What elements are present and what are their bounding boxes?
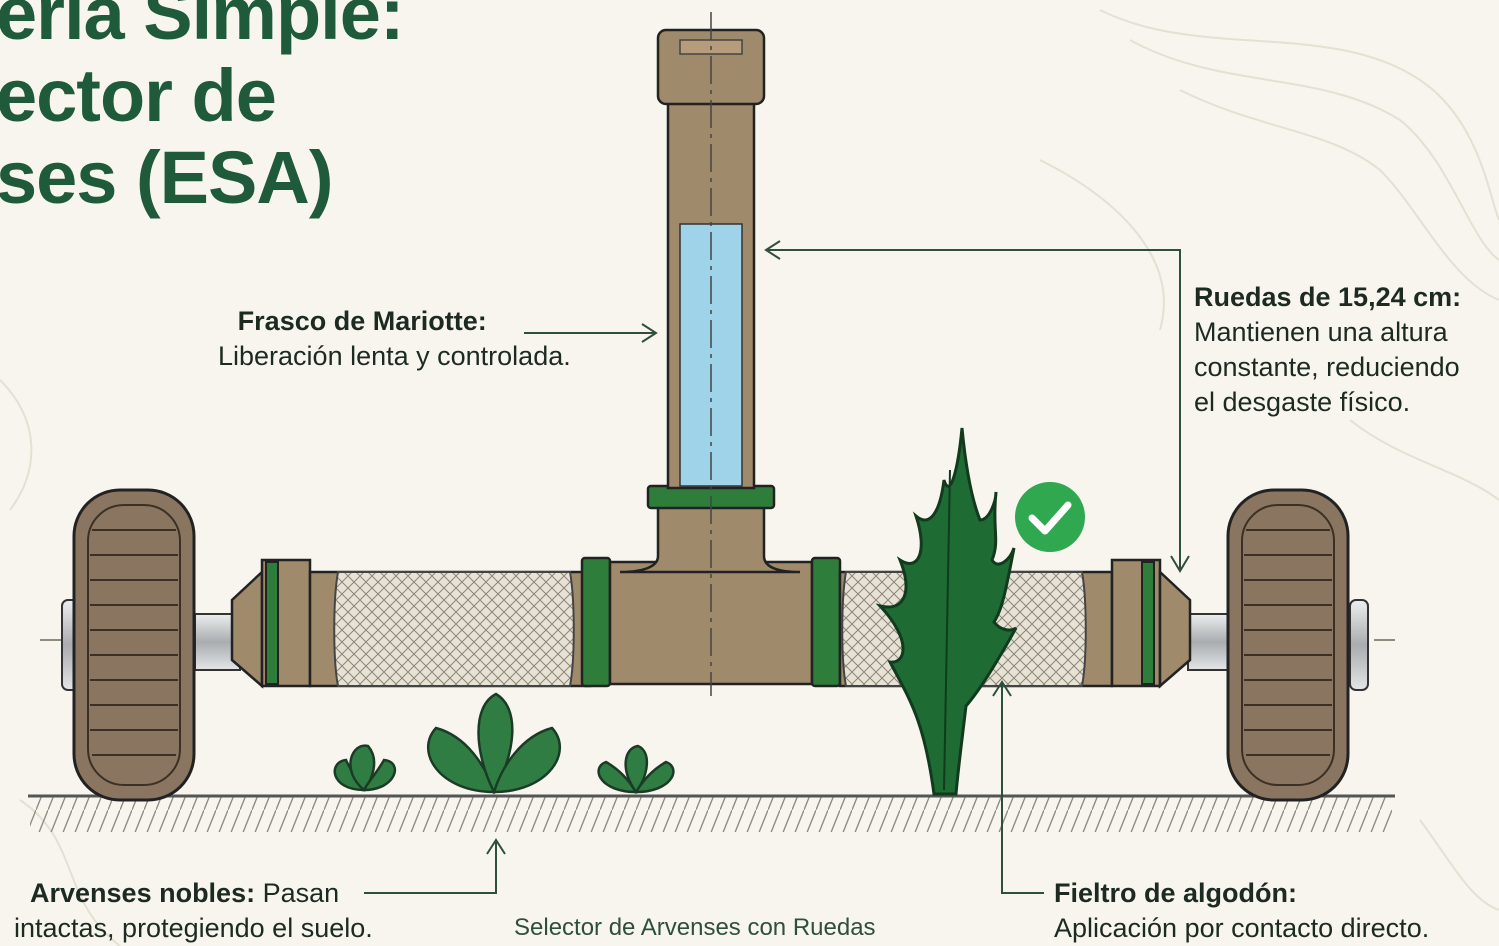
felt-left: [333, 571, 575, 687]
callout-fieltro-text: Aplicación por contacto directo.: [1054, 913, 1430, 943]
plant-icon: [597, 744, 675, 795]
callout-mariotte-text: Liberación lenta y controlada.: [218, 341, 571, 371]
diagram-caption: Selector de Arvenses con Ruedas: [514, 914, 876, 941]
mariotte-column: [619, 12, 801, 696]
callout-ruedas-line3: el desgaste físico.: [1194, 387, 1411, 417]
plant-icon: [333, 744, 397, 792]
callout-ruedas: Ruedas de 15,24 cm: Mantienen una altura…: [1194, 280, 1461, 420]
wheel-icon: [72, 488, 196, 802]
callout-ruedas-line2: constante, reduciendo: [1194, 352, 1460, 382]
callout-arvenses-line2: intactas, protegiendo el suelo.: [14, 913, 373, 943]
leader-lines: [364, 240, 1190, 894]
check-icon: [1015, 482, 1085, 552]
weed-icon: [875, 427, 1018, 796]
title-line-3: ses (ESA): [0, 136, 333, 219]
callout-arvenses-label: Arvenses nobles:: [30, 878, 256, 908]
title-line-1: ería Simple:: [0, 0, 405, 55]
callout-mariotte: Frasco de Mariotte: Liberación lenta y c…: [218, 304, 571, 374]
callout-mariotte-label: Frasco de Mariotte:: [237, 306, 487, 336]
callout-arvenses-line1: Pasan: [255, 878, 340, 908]
wheel-icon: [1226, 488, 1350, 802]
title-line-2: ector de: [0, 54, 277, 137]
callout-fieltro-label: Fieltro de algodón:: [1054, 878, 1297, 908]
callout-ruedas-label: Ruedas de 15,24 cm:: [1194, 282, 1462, 312]
callout-arvenses: Arvenses nobles: Pasan intactas, protegi…: [14, 876, 373, 946]
ground-hatch: [30, 796, 1392, 832]
plant-icon: [426, 692, 562, 795]
callout-fieltro: Fieltro de algodón: Aplicación por conta…: [1054, 876, 1429, 946]
callout-ruedas-line1: Mantienen una altura: [1194, 317, 1448, 347]
page-title: ería Simple: ector de ses (ESA): [0, 0, 405, 219]
